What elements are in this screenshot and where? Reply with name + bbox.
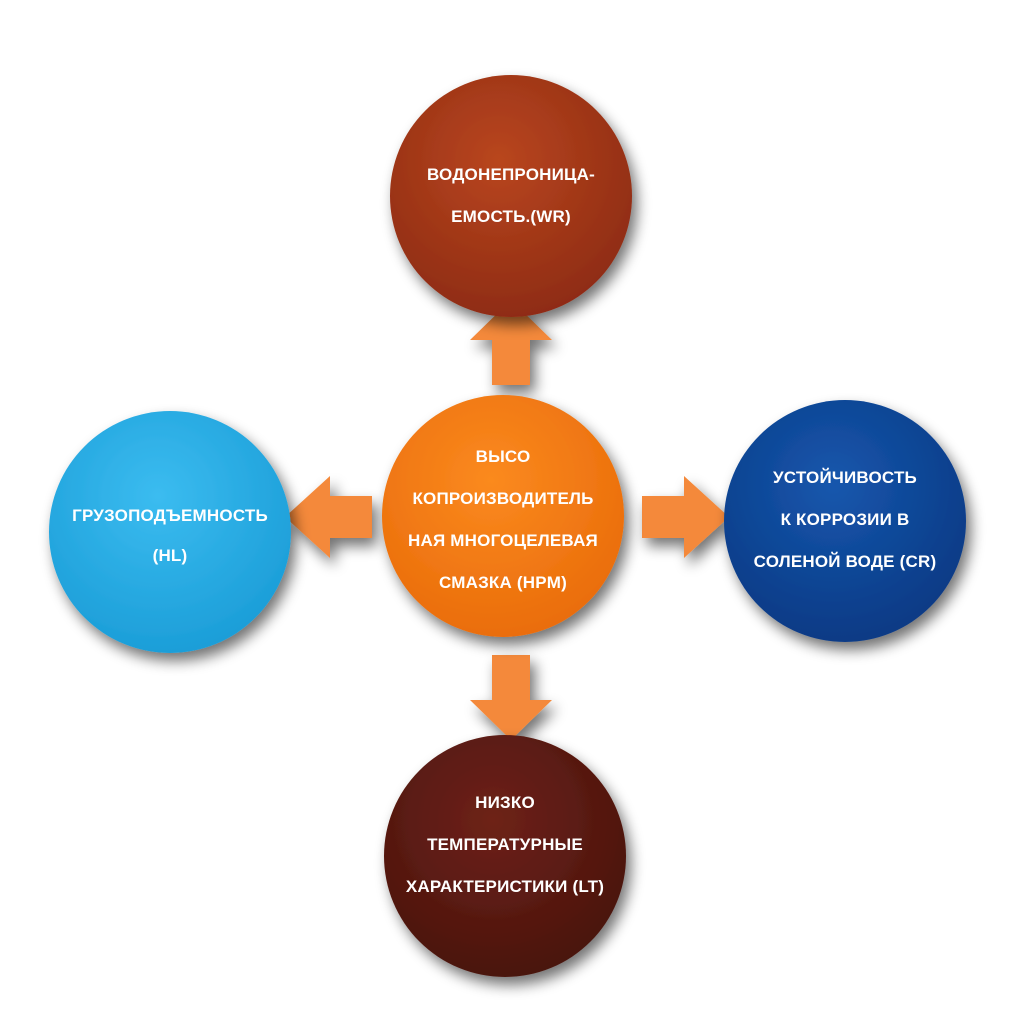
right-label-line: К КОРРОЗИИ В xyxy=(780,510,910,529)
center-label-line: СМАЗКА (HPM) xyxy=(438,573,568,592)
bottom-label-line: ХАРАКТЕРИСТИКИ (LT) xyxy=(405,877,605,896)
circle-left xyxy=(49,411,291,653)
right-label-line: УСТОЙЧИВОСТЬ xyxy=(773,468,917,487)
left-label: ГРУЗОПОДЪЕМНОСТЬ (HL) xyxy=(40,486,300,586)
circle-bottom xyxy=(384,735,626,977)
arrows xyxy=(285,300,729,740)
left-label-line: ГРУЗОПОДЪЕМНОСТЬ xyxy=(72,506,268,525)
bottom-label: НИЗКО ТЕМПЕРАТУРНЫЕ ХАРАКТЕРИСТИКИ (LT) xyxy=(380,775,630,915)
bottom-label-line: ТЕМПЕРАТУРНЫЕ xyxy=(427,835,583,854)
center-label-line: НАЯ МНОГОЦЕЛЕВАЯ xyxy=(408,531,598,550)
top-label-line: ЕМОСТЬ.(WR) xyxy=(451,207,571,226)
arrow-left xyxy=(285,476,372,558)
top-label-line: ВОДОНЕПРОНИЦА- xyxy=(426,165,595,184)
center-label-line: ВЫСО xyxy=(475,447,531,466)
arrow-down xyxy=(470,655,552,740)
circle-center xyxy=(382,395,624,637)
bottom-label-line: НИЗКО xyxy=(475,793,535,812)
right-label-line: СОЛЕНОЙ ВОДЕ (CR) xyxy=(753,552,937,571)
circle-right xyxy=(724,400,966,642)
center-label: ВЫСО КОПРОИЗВОДИТЕЛЬ НАЯ МНОГОЦЕЛЕВАЯ СМ… xyxy=(378,425,628,615)
circle-top xyxy=(390,75,632,317)
arrow-right xyxy=(642,476,729,558)
right-label: УСТОЙЧИВОСТЬ К КОРРОЗИИ В СОЛЕНОЙ ВОДЕ (… xyxy=(722,450,968,590)
left-label-line: (HL) xyxy=(152,546,188,565)
center-label-line: КОПРОИЗВОДИТЕЛЬ xyxy=(412,489,594,508)
arrow-up xyxy=(470,300,552,385)
top-label: ВОДОНЕПРОНИЦА- ЕМОСТЬ.(WR) xyxy=(391,146,631,246)
